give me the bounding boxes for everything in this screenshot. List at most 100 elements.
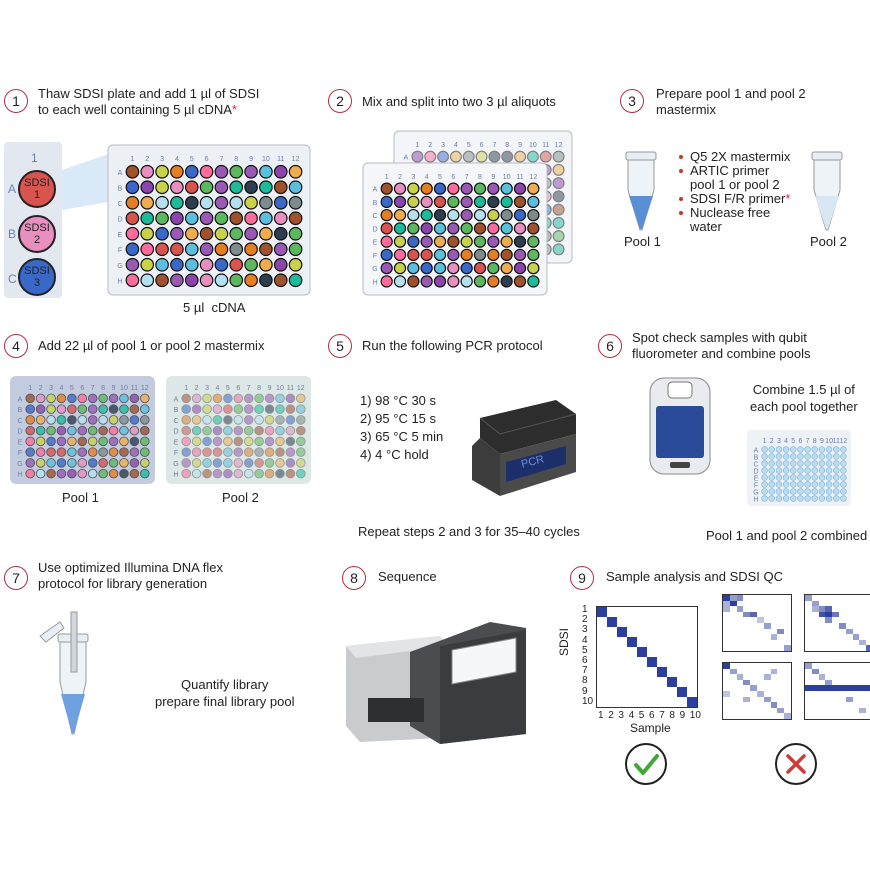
plate-well xyxy=(184,226,199,241)
plate-well xyxy=(768,495,775,502)
plate-well xyxy=(77,415,88,425)
plate-well xyxy=(411,150,424,163)
heatmap-cell xyxy=(743,611,751,618)
plate-well xyxy=(56,468,67,479)
plate-well xyxy=(775,460,783,467)
plate-well xyxy=(191,447,202,457)
plate-well xyxy=(243,447,254,457)
plate-well xyxy=(87,468,98,479)
plate-well xyxy=(214,257,229,272)
plate-well xyxy=(77,458,88,468)
heatmap-y-tick: 5 xyxy=(582,644,588,656)
plate-well xyxy=(500,235,513,248)
plate-well xyxy=(447,235,460,248)
plate-well xyxy=(191,458,202,468)
plate-well xyxy=(437,150,450,163)
heatmap-cell xyxy=(763,674,771,680)
plate-well xyxy=(487,261,500,275)
plate-well xyxy=(129,415,140,425)
plate-well xyxy=(393,195,407,209)
plate-column-label: 12 xyxy=(292,156,300,163)
plate-well xyxy=(393,222,407,235)
plate-well xyxy=(804,453,811,460)
plate-well xyxy=(782,460,790,467)
plate-column-label: 7 xyxy=(492,142,496,149)
plate-well xyxy=(790,453,797,460)
plate-well xyxy=(170,226,184,241)
plate-well xyxy=(140,458,150,468)
plate-well xyxy=(25,458,35,468)
plate-well xyxy=(513,235,527,248)
plate-column-label: 12 xyxy=(141,385,149,392)
plate-column-label: 6 xyxy=(798,438,802,445)
plate-well xyxy=(223,425,233,436)
step-3-title: Prepare pool 1 and pool 2 mastermix xyxy=(656,86,806,117)
plate-well xyxy=(199,257,214,272)
plate-well xyxy=(433,261,447,275)
plate-column-label: 1 xyxy=(385,174,389,181)
plate-well xyxy=(833,453,840,460)
plate-well xyxy=(25,447,35,457)
plate-column-label: 4 xyxy=(454,142,458,149)
plate-column-label: 3 xyxy=(205,385,209,392)
plate-well xyxy=(191,436,202,447)
plate-well xyxy=(35,458,46,468)
plate-column-label: 10 xyxy=(120,385,128,392)
plate-well xyxy=(264,468,275,479)
plate-well xyxy=(35,404,46,414)
step-1-number: 1 xyxy=(4,89,28,113)
heatmap-x-tick: 2 xyxy=(608,710,614,721)
heatmap-cell xyxy=(777,628,785,635)
plate-column-label: 11 xyxy=(277,156,284,163)
plate-row-label: C xyxy=(17,418,22,425)
pcr-protocol-step-2: 2) 95 °C 15 s xyxy=(360,411,437,426)
bad-qc-heatmap xyxy=(722,662,792,720)
plate-well xyxy=(191,415,202,425)
plate-well xyxy=(243,468,254,479)
plate-well xyxy=(170,180,184,195)
plate-well xyxy=(296,458,306,468)
plate-well xyxy=(804,481,811,488)
combined-plate-label: Pool 1 and pool 2 combined xyxy=(706,528,868,543)
plate-well xyxy=(526,150,539,163)
plate-column-label: 6 xyxy=(236,385,240,392)
plate-well xyxy=(67,447,77,457)
plate-well xyxy=(229,195,244,210)
plate-well xyxy=(296,404,306,414)
plate-well xyxy=(804,474,811,481)
plate-column-label: 8 xyxy=(234,156,238,163)
plate-column-label: 10 xyxy=(503,174,511,181)
plate-column-label: 2 xyxy=(428,142,432,149)
plate-well xyxy=(407,261,420,275)
plate-well xyxy=(797,446,804,453)
plate-well xyxy=(202,436,212,447)
plate-well xyxy=(527,195,540,209)
plate-row-label: E xyxy=(373,240,378,247)
plate-well xyxy=(25,415,35,425)
plate-well xyxy=(487,248,500,262)
plate-well xyxy=(433,248,447,262)
plate-well xyxy=(233,404,244,414)
plate-well xyxy=(98,436,108,447)
plate-well xyxy=(825,481,833,488)
plate-well xyxy=(380,275,393,288)
plate-well xyxy=(264,458,275,468)
plate-row-label: G xyxy=(117,263,122,270)
step-1-asterisk: * xyxy=(231,102,237,117)
plate-well xyxy=(35,393,46,404)
plate-well xyxy=(87,425,98,436)
sdsi-well-2-label: SDSI xyxy=(24,222,50,234)
plate-row-label: H xyxy=(117,278,122,285)
plate-well xyxy=(243,458,254,468)
plate-well xyxy=(288,180,303,195)
plate-well xyxy=(775,481,783,488)
plate-well xyxy=(825,460,833,467)
plate-well xyxy=(285,415,296,425)
heatmap-cell xyxy=(811,600,819,607)
plate-well xyxy=(275,436,285,447)
plate-well xyxy=(447,182,460,195)
heatmap-cell xyxy=(743,679,751,686)
plate-row-label: G xyxy=(173,461,178,468)
plate-well xyxy=(77,436,88,447)
plate-well xyxy=(214,164,229,179)
